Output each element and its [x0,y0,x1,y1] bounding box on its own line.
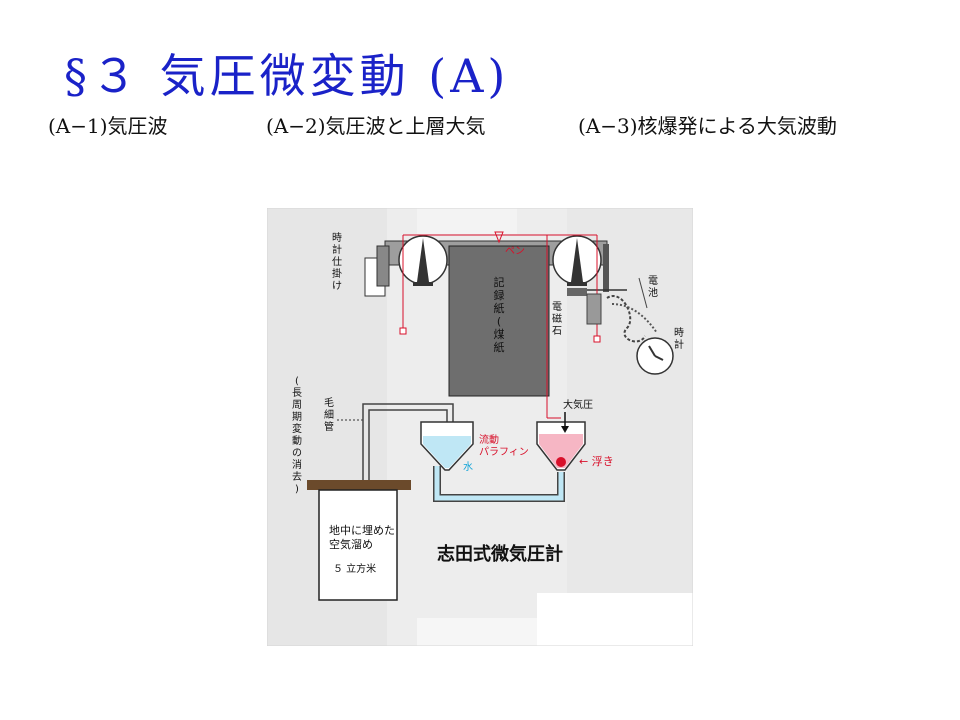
svg-text:(: ( [497,315,501,328]
svg-text:池: 池 [648,286,658,299]
svg-text:動: 動 [292,434,302,447]
svg-text:煤: 煤 [494,328,505,341]
clock-mechanism-label: 時 計 仕 掛 け [332,232,342,292]
flow-label-1: 流動 [479,433,499,446]
svg-text:仕: 仕 [332,255,342,268]
svg-text:細: 細 [324,408,334,421]
svg-text:石: 石 [552,326,562,337]
svg-text:): ) [295,484,299,495]
paraffin-vessel [539,434,583,468]
long-period-label: ( 長 周 期 変 動 の 消 去 ) [292,376,302,495]
svg-text:録: 録 [494,288,505,302]
svg-text:電: 電 [552,301,562,313]
svg-text:時: 時 [674,327,684,339]
ground-surface [307,480,411,490]
svg-text:記: 記 [494,275,505,289]
recording-paper [448,245,550,397]
water-label: 水 [463,461,473,473]
microbarograph-figure: 記 録 紙 ( 煤 紙 ペン 時 計 仕 掛 け 電 磁 石 電 池 [266,207,694,647]
svg-text:周: 周 [292,399,302,411]
pen-label: ペン [505,246,525,257]
svg-text:計: 計 [674,338,684,351]
atmospheric-pressure-label: 大気圧 [563,398,593,411]
svg-text:去: 去 [292,471,302,483]
electromagnet [586,293,602,325]
pen-icon [494,231,504,244]
battery-label: 電 池 [648,275,658,299]
svg-text:の: の [292,448,302,459]
svg-text:掛: 掛 [332,267,342,280]
svg-text:毛: 毛 [324,397,334,409]
svg-text:消: 消 [292,458,302,471]
subtitle-a3: (A−3)核爆発による大気波動 [578,114,837,138]
reservoir-label-1: 地中に埋めた [329,524,395,537]
svg-text:電: 電 [648,275,658,287]
svg-text:長: 長 [292,387,302,399]
reservoir-label-2: 空気溜め [329,537,373,551]
svg-text:計: 計 [332,243,342,256]
u-tube-fluid [434,466,564,501]
svg-text:管: 管 [324,420,334,433]
svg-text:(: ( [295,376,299,387]
svg-text:紙: 紙 [494,301,505,315]
svg-text:変: 変 [292,422,302,435]
svg-text:期: 期 [292,411,302,423]
subtitle-a2: (A−2)気圧波と上層大気 [266,114,486,138]
float-label: ← 浮き [579,455,614,468]
svg-text:紙: 紙 [494,340,505,354]
reservoir-volume: ５ 立方米 [333,562,376,575]
microbarograph-diagram: 記 録 紙 ( 煤 紙 ペン 時 計 仕 掛 け 電 磁 石 電 池 [266,207,694,647]
electromagnet-label: 電 磁 石 [552,301,562,337]
water-vessel [423,436,471,468]
svg-text:時: 時 [332,232,342,244]
air-reservoir [318,489,398,601]
capillary-label: 毛 細 管 [324,397,334,433]
slide-title: §３ 気圧微変動 (A) [64,49,510,103]
clock-label: 時 計 [674,327,684,351]
pipe-system [362,403,454,480]
svg-text:磁: 磁 [552,312,562,325]
diagram-caption: 志田式微気圧計 [437,543,563,565]
float-icon [556,457,566,467]
flow-label-2: パラフィン [479,446,529,458]
recording-paper-label: 記 録 紙 ( 煤 紙 [494,275,505,354]
subtitle-a1: (A−1)気圧波 [48,114,168,138]
svg-text:け: け [332,280,342,292]
